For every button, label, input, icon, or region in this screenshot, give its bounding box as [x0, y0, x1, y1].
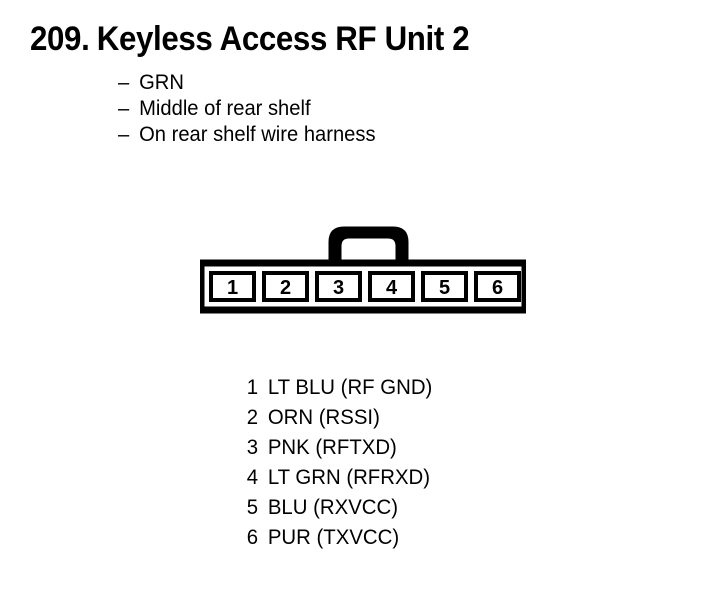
pin-row: 6 PUR (TXVCC): [198, 523, 432, 553]
pin-row: 3 PNK (RFTXD): [198, 433, 432, 463]
pin-number: 4: [246, 466, 259, 489]
pin-description: BLU (RXVCC): [267, 496, 399, 519]
pin-assignment-list: 1 LT BLU (RF GND) 2 ORN (RSSI) 3 PNK (RF…: [198, 373, 433, 553]
pin-description: LT GRN (RFRXD): [267, 466, 431, 489]
note-text: GRN: [139, 71, 184, 94]
pin-description: LT BLU (RF GND): [267, 376, 433, 399]
pin-number: 6: [246, 526, 259, 549]
cavity-6: [474, 271, 521, 302]
cavity-number-6: 6: [492, 277, 503, 299]
pin-number: 5: [246, 496, 259, 519]
cavity-number-3: 3: [333, 277, 344, 299]
dash-icon: –: [118, 123, 130, 146]
page-title: 209.Keyless Access RF Unit 2: [30, 20, 470, 58]
cavity-2: [262, 271, 309, 302]
note-item: – Middle of rear shelf: [118, 96, 376, 122]
pin-description: ORN (RSSI): [267, 406, 380, 429]
note-text: Middle of rear shelf: [139, 97, 311, 120]
connector-svg: 1 2 3 4 5 6: [200, 226, 526, 314]
dash-icon: –: [118, 97, 130, 120]
cavity-5: [421, 271, 468, 302]
note-item: – GRN: [118, 70, 376, 96]
connector-cavities: [209, 271, 521, 302]
page-title-text: Keyless Access RF Unit 2: [96, 20, 470, 58]
connector-diagram: 1 2 3 4 5 6: [200, 222, 526, 314]
note-item: – On rear shelf wire harness: [118, 122, 376, 148]
notes-list: – GRN – Middle of rear shelf – On rear s…: [118, 70, 376, 148]
cavity-number-1: 1: [227, 277, 238, 299]
cavity-1: [209, 271, 256, 302]
cavity-4: [368, 271, 415, 302]
pin-number: 3: [246, 436, 259, 459]
connector-latch-icon: [328, 226, 409, 264]
pin-description: PNK (RFTXD): [267, 436, 397, 459]
pin-row: 2 ORN (RSSI): [198, 403, 432, 433]
pin-row: 4 LT GRN (RFRXD): [198, 463, 432, 493]
pin-number: 1: [246, 376, 259, 399]
note-text: On rear shelf wire harness: [139, 123, 376, 146]
cavity-number-4: 4: [386, 277, 398, 299]
pin-row: 1 LT BLU (RF GND): [198, 373, 433, 403]
cavity-number-group: 1 2 3 4 5 6: [227, 277, 503, 299]
cavity-3: [315, 271, 362, 302]
cavity-number-2: 2: [280, 277, 291, 299]
pin-row: 5 BLU (RXVCC): [198, 493, 432, 523]
cavity-number-5: 5: [439, 277, 450, 299]
pin-number: 2: [246, 406, 259, 429]
dash-icon: –: [118, 71, 130, 94]
page-title-number: 209.: [30, 20, 90, 58]
pin-description: PUR (TXVCC): [267, 526, 400, 549]
